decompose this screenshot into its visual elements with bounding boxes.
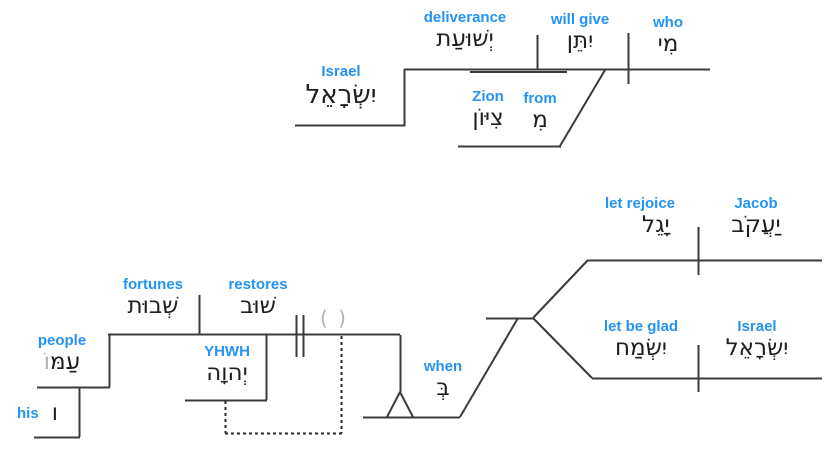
hebrew-jacob: יַעֲקֹב xyxy=(731,212,781,239)
word-zion: Zion צִיּוֹן xyxy=(450,88,526,133)
gloss-will-give: will give xyxy=(550,11,610,28)
antecedent-dashed-link xyxy=(224,336,343,435)
gloss-let-be-glad: let be glad xyxy=(603,318,679,335)
hebrew-israel-top: יִשְׂרָאֵל xyxy=(305,80,377,111)
word-let-rejoice: let rejoice יָגֵל xyxy=(592,195,688,240)
word-who: who מִי xyxy=(633,14,703,59)
word-israel-bottom: Israel יִשְׂרָאֵל xyxy=(707,318,807,363)
gloss-yhwh: YHWH xyxy=(204,343,250,360)
word-from: from מִ xyxy=(513,90,567,135)
implied-subject-parentheses: ( ) xyxy=(320,306,348,330)
word-his: his ו xyxy=(17,400,58,428)
hebrew-let-be-glad: יִשְׂמַח xyxy=(614,335,668,362)
hebrew-israel-bottom: יִשְׂרָאֵל xyxy=(725,335,789,362)
hebrew-deliverance: יְשׁוּעַת xyxy=(436,26,494,53)
word-jacob: Jacob יַעֲקֹב xyxy=(710,195,802,240)
word-deliverance: deliverance יְשׁוּעַת xyxy=(405,9,525,54)
hebrew-from: מִ xyxy=(532,107,548,134)
gloss-let-rejoice: let rejoice xyxy=(604,195,676,212)
gloss-jacob: Jacob xyxy=(734,195,778,212)
hebrew-let-rejoice: יָגֵל xyxy=(642,212,670,239)
word-restores: restores שׁוּב xyxy=(208,276,308,321)
hebrew-yhwh: יְהוָה xyxy=(206,360,248,387)
hebrew-his: ו xyxy=(51,400,58,426)
hebrew-people-ghost-suffix: וֹ xyxy=(43,349,51,376)
word-let-be-glad: let be glad יִשְׂמַח xyxy=(592,318,690,363)
word-israel-top: Israel יִשְׂרָאֵל xyxy=(294,63,388,111)
word-fortunes: fortunes שְׁבוּת xyxy=(103,276,203,321)
gloss-when: when xyxy=(423,358,463,375)
hebrew-when: בְּ xyxy=(436,375,450,402)
hebrew-will-give: יִתֵּן xyxy=(566,28,594,55)
hebrew-who: מִי xyxy=(657,31,679,58)
gloss-his: his xyxy=(17,405,39,423)
gloss-who: who xyxy=(653,14,683,31)
gloss-restores: restores xyxy=(228,276,288,293)
gloss-deliverance: deliverance xyxy=(423,9,507,26)
gloss-fortunes: fortunes xyxy=(123,276,183,293)
word-people: people עַמּוֹ xyxy=(14,332,110,377)
gloss-people: people xyxy=(37,332,87,349)
gloss-from: from xyxy=(523,90,557,107)
gloss-israel-bottom: Israel xyxy=(737,318,777,335)
hebrew-restores: שׁוּב xyxy=(240,293,276,320)
hebrew-fortunes: שְׁבוּת xyxy=(127,293,179,320)
hebrew-people: עַמּוֹ xyxy=(43,349,81,376)
gloss-zion: Zion xyxy=(472,88,504,105)
word-when: when בְּ xyxy=(404,358,482,403)
gloss-israel-top: Israel xyxy=(321,63,361,80)
hebrew-zion: צִיּוֹן xyxy=(472,105,504,132)
word-yhwh: YHWH יְהוָה xyxy=(187,343,267,388)
word-will-give: will give יִתֵּן xyxy=(530,11,630,56)
